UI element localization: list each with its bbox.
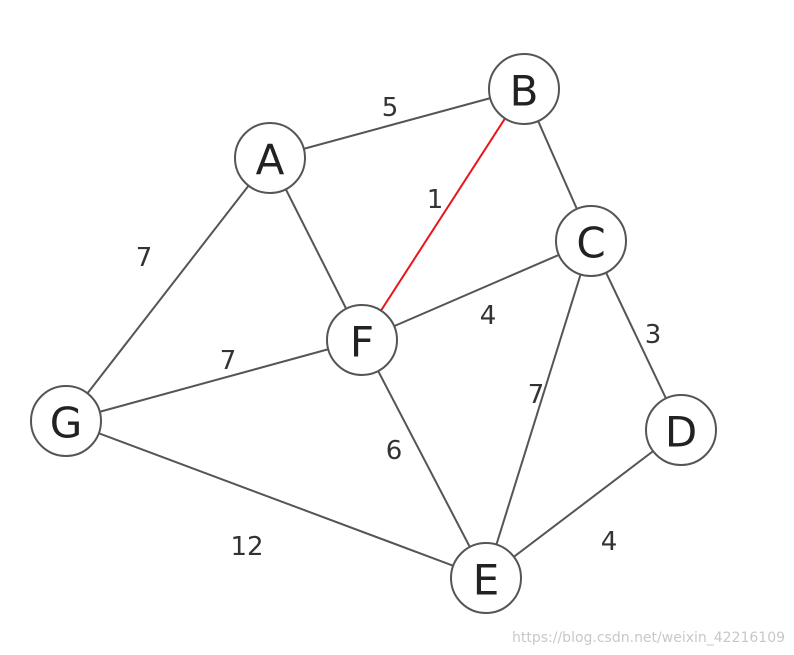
node-a: A <box>234 122 306 194</box>
node-e: E <box>450 542 522 614</box>
node-label-d: D <box>665 408 697 457</box>
edge-d-e <box>485 429 682 579</box>
edge-weight-c-d: 3 <box>645 320 662 350</box>
node-label-g: G <box>50 399 83 448</box>
node-d: D <box>645 394 717 466</box>
watermark-text: https://blog.csdn.net/weixin_42216109 <box>512 630 785 646</box>
edge-weight-c-e: 7 <box>528 380 545 410</box>
edge-layer <box>65 88 682 579</box>
node-layer: A B C D E F G <box>30 53 717 614</box>
node-circle-e <box>450 542 522 614</box>
node-circle-g <box>30 385 102 457</box>
edge-weight-d-e: 4 <box>601 527 618 557</box>
edge-weight-g-e: 12 <box>230 532 263 562</box>
edge-weight-g-f: 7 <box>220 346 237 376</box>
node-circle-d <box>645 394 717 466</box>
node-label-c: C <box>576 219 605 268</box>
edge-weight-a-b: 5 <box>382 93 399 123</box>
edge-a-g <box>65 157 271 422</box>
edge-g-f <box>65 339 363 422</box>
edge-weight-f-c: 4 <box>480 301 497 331</box>
weight-label-layer: 5 1 7 4 3 7 7 6 12 4 <box>136 93 662 562</box>
node-circle-a <box>234 122 306 194</box>
edge-c-e <box>485 240 592 579</box>
edge-f-c <box>361 240 592 341</box>
edge-a-b <box>269 88 525 159</box>
node-circle-b <box>488 53 560 125</box>
edge-f-e <box>361 339 487 579</box>
node-circle-f <box>326 304 398 376</box>
node-f: F <box>326 304 398 376</box>
edge-g-e <box>65 420 487 579</box>
node-label-b: B <box>510 67 539 116</box>
node-g: G <box>30 385 102 457</box>
edge-weight-b-f: 1 <box>427 185 444 215</box>
node-b: B <box>488 53 560 125</box>
edge-weight-f-e: 6 <box>386 436 403 466</box>
edge-weight-a-g: 7 <box>136 243 153 273</box>
node-label-e: E <box>473 556 500 605</box>
node-label-f: F <box>350 318 374 367</box>
node-c: C <box>555 205 627 277</box>
edge-b-f <box>361 88 525 341</box>
node-label-a: A <box>256 136 285 185</box>
node-circle-c <box>555 205 627 277</box>
